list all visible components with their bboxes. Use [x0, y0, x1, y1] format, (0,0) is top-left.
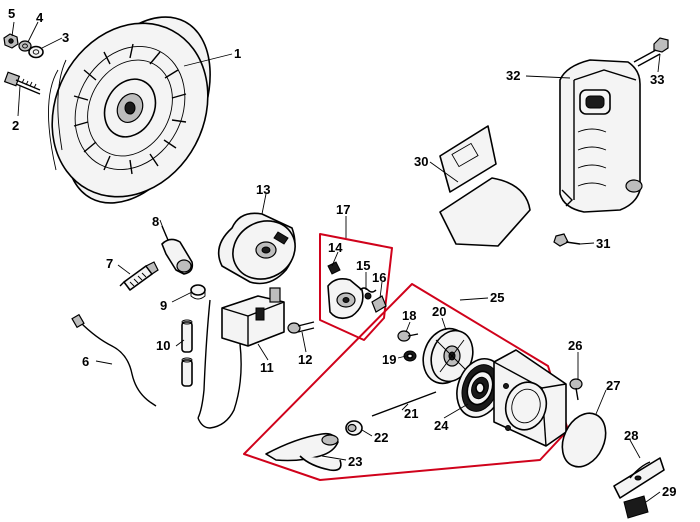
rubber-foot-29 [623, 495, 649, 519]
screw-18 [397, 330, 419, 342]
callout-27: 27 [606, 378, 620, 393]
starter-pulley-20 [422, 327, 474, 385]
callout-8: 8 [152, 214, 159, 229]
callout-7: 7 [106, 256, 113, 271]
callout-31: 31 [596, 236, 610, 251]
callout-22: 22 [374, 430, 388, 445]
callout-26: 26 [568, 338, 582, 353]
washer-19 [403, 350, 417, 362]
plug-cap-8 [161, 225, 194, 275]
screw-26 [569, 378, 583, 401]
starter-housing [493, 349, 567, 447]
callout-18: 18 [402, 308, 416, 323]
callout-16: 16 [372, 270, 386, 285]
leader-lines [11, 21, 661, 503]
callout-4: 4 [36, 10, 44, 25]
recoil-spring-24 [456, 358, 504, 418]
callout-20: 20 [432, 304, 446, 319]
callout-11: 11 [260, 360, 274, 375]
small-part-14 [327, 261, 341, 275]
nut-5 [3, 33, 19, 49]
starter-rope-21 [371, 391, 437, 417]
muffler-32 [559, 59, 643, 213]
callout-12: 12 [298, 352, 312, 367]
spring-15 [359, 287, 377, 300]
callout-32: 32 [506, 68, 520, 83]
lock-washer-4 [18, 40, 32, 52]
callout-14: 14 [328, 240, 343, 255]
screw-31 [553, 233, 581, 247]
spark-plug-7 [119, 261, 159, 291]
screw-12 [287, 321, 315, 334]
grommet-9 [190, 284, 206, 300]
callout-28: 28 [624, 428, 638, 443]
callout-labels: 1 2 3 4 5 6 7 8 9 10 11 12 13 14 15 16 1… [8, 6, 676, 499]
fan-fins [73, 43, 187, 175]
flywheel-fan [48, 16, 211, 204]
callout-25: 25 [490, 290, 504, 305]
callout-23: 23 [348, 454, 362, 469]
callout-9: 9 [160, 298, 167, 313]
bolt-33 [633, 37, 669, 67]
callout-3: 3 [62, 30, 69, 45]
callout-5: 5 [8, 6, 15, 21]
callout-21: 21 [404, 406, 418, 421]
bracket-28 [613, 457, 665, 499]
muffler-gasket-30 [439, 125, 531, 247]
gasket-27 [561, 412, 607, 468]
callout-30: 30 [414, 154, 428, 169]
ignition-magnet-rotor-13 [217, 212, 296, 285]
stop-wire-6 [71, 313, 157, 407]
callout-17: 17 [336, 202, 350, 217]
tube-10 [181, 319, 193, 387]
callout-2: 2 [12, 118, 19, 133]
washer-3 [28, 45, 44, 59]
group-outline-17 [319, 233, 393, 341]
bolt-2 [3, 71, 41, 95]
callout-19: 19 [382, 352, 396, 367]
rope-guide-22 [345, 420, 363, 436]
ignition-module-11 [197, 287, 285, 429]
callout-1: 1 [234, 46, 241, 61]
callout-33: 33 [650, 72, 664, 87]
callout-29: 29 [662, 484, 676, 499]
starter-handle-23 [265, 432, 342, 472]
callout-10: 10 [156, 338, 170, 353]
callout-6: 6 [82, 354, 89, 369]
group-outline-25 [243, 283, 569, 481]
callout-13: 13 [256, 182, 270, 197]
callout-24: 24 [434, 418, 449, 433]
pawl-16 [371, 295, 387, 313]
callout-15: 15 [356, 258, 370, 273]
clutch-pawl-assembly [327, 278, 364, 320]
